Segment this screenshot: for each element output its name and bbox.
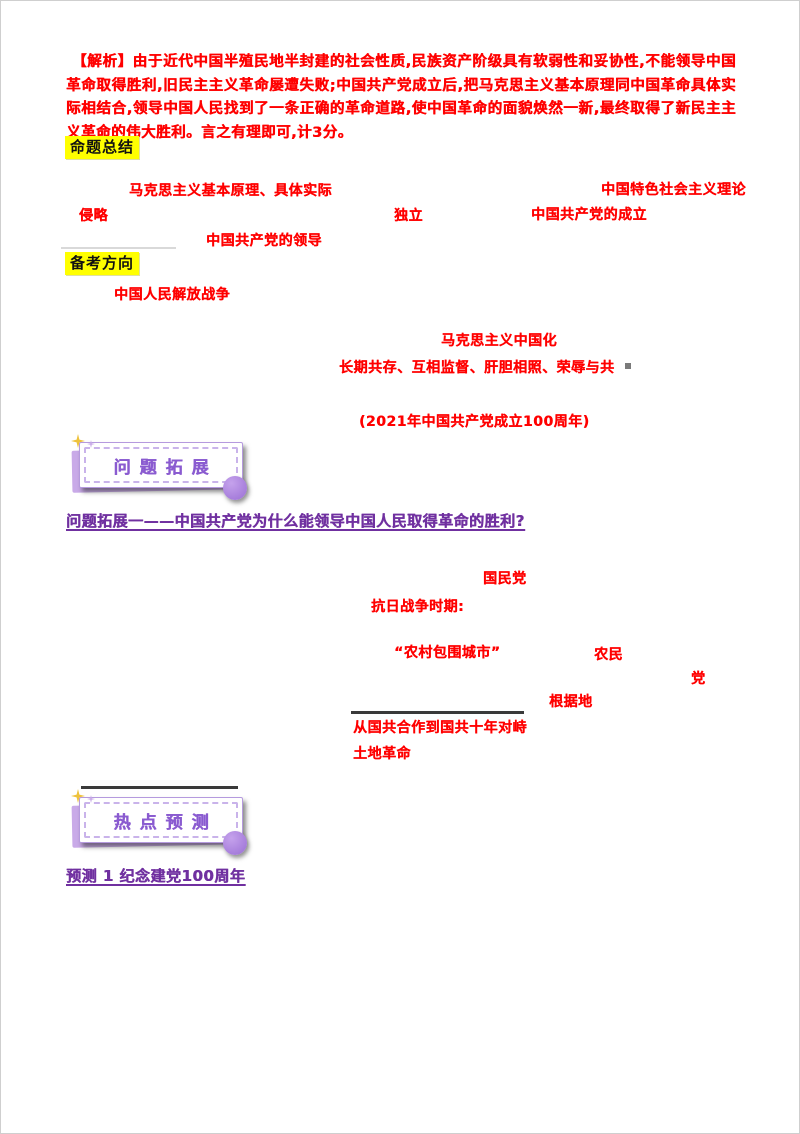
answer-blank-7: (2021年中国共产党成立100周年) (359, 414, 590, 430)
answer-blank-1a: 马克思主义基本原理、具体实际 (129, 183, 332, 199)
fill-blank-underline (61, 247, 176, 249)
exam-prep-label: 备考方向 (65, 252, 140, 275)
fill-blank-underline (351, 711, 524, 714)
answer-blank-2b: 独立 (394, 208, 423, 224)
badge-frame: 热点预测 (79, 797, 243, 843)
answer-blank-12: 党 (691, 671, 706, 687)
period-mark (625, 363, 631, 369)
answer-blank-8: 国民党 (483, 571, 527, 587)
fill-blank-underline (81, 786, 238, 789)
extension-heading: 问题拓展一——中国共产党为什么能领导中国人民取得革命的胜利? (66, 512, 525, 530)
hot-prediction-box: 热点预测 (71, 789, 247, 855)
answer-blank-14: 从国共合作到国共十年对峙 (353, 720, 527, 736)
sparkle-small-icon (87, 440, 95, 448)
question-extension-title: 问题拓展 (113, 457, 218, 478)
answer-blank-5: 马克思主义中国化 (441, 333, 557, 349)
badge-frame: 问题拓展 (79, 442, 243, 488)
hot-prediction-title: 热点预测 (113, 812, 218, 833)
answer-blank-13: 根据地 (549, 694, 593, 710)
answer-blank-4: 中国人民解放战争 (114, 287, 230, 303)
badge-dashed-border (84, 447, 238, 483)
answer-blank-2c: 中国共产党的成立 (531, 207, 647, 223)
answer-blank-15: 土地革命 (353, 746, 411, 762)
answer-blank-2a: 侵略 (79, 208, 108, 224)
analysis-paragraph: 【解析】由于近代中国半殖民地半封建的社会性质,民族资产阶级具有软弱性和妥协性,不… (66, 54, 736, 141)
answer-blank-10: “农村包围城市” (394, 645, 501, 661)
answer-blank-3: 中国共产党的领导 (206, 233, 322, 249)
prediction-heading: 预测 1 纪念建党100周年 (66, 867, 246, 885)
answer-blank-9: 抗日战争时期: (371, 599, 465, 615)
circle-ornament-icon (223, 831, 247, 855)
answer-blank-1b: 中国特色社会主义理论 (601, 182, 746, 198)
answer-blank-11: 农民 (594, 647, 623, 663)
answer-blank-6: 长期共存、互相监督、肝胆相照、荣辱与共 (339, 360, 615, 376)
question-extension-box: 问题拓展 (71, 434, 247, 500)
topic-summary-label: 命题总结 (65, 136, 140, 159)
badge-dashed-border (84, 802, 238, 838)
sparkle-small-icon (87, 795, 95, 803)
circle-ornament-icon (223, 476, 247, 500)
